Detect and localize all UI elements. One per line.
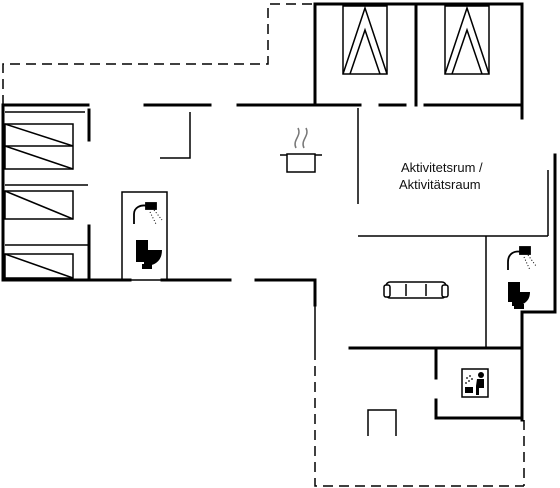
sofa-icon xyxy=(383,281,449,299)
garage-doors-icon xyxy=(342,5,490,75)
activity-room-label-line1: Aktivitetsrum / xyxy=(401,160,483,175)
shower-icon xyxy=(133,202,163,225)
activity-room-label-line2: Aktivitätsraum xyxy=(399,177,481,192)
kitchen-pot-icon xyxy=(280,127,322,173)
shower-icon-2 xyxy=(507,246,537,271)
beds-icon xyxy=(4,123,74,279)
activity-room-label: Aktivitetsrum / xyxy=(401,160,483,175)
toilet-icon-2 xyxy=(508,282,530,309)
walls xyxy=(1,2,557,422)
bed-1 xyxy=(4,123,74,170)
partitions xyxy=(5,108,549,350)
sauna-icon xyxy=(461,368,489,398)
table-icon xyxy=(367,409,397,436)
terrace-outline xyxy=(2,3,525,487)
activity-room-label-2: Aktivitätsraum xyxy=(399,177,481,192)
garage-door-1 xyxy=(342,5,388,75)
bed-2 xyxy=(4,190,74,220)
bed-3 xyxy=(4,253,74,279)
toilet-icon xyxy=(136,240,162,269)
garage-door-2 xyxy=(444,5,490,75)
